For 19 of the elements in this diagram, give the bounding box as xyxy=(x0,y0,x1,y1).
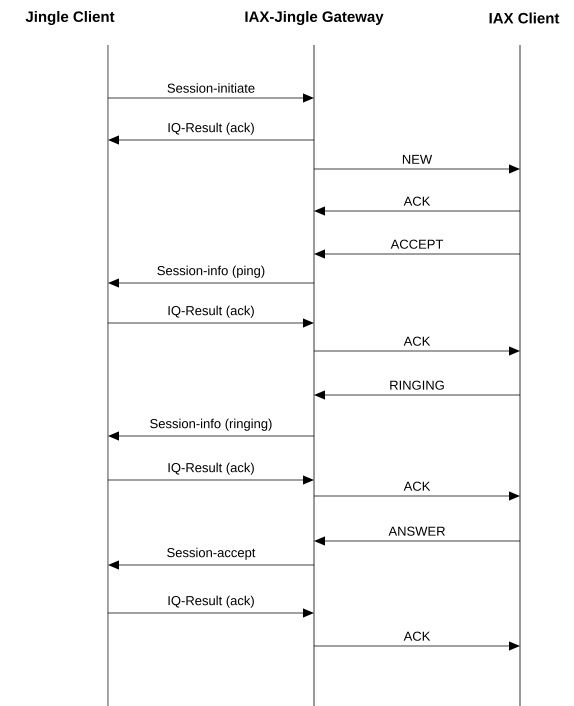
participant-label: Jingle Client xyxy=(26,10,114,26)
edge-label: IQ-Result (ack) xyxy=(168,306,254,318)
edge-label: ACK xyxy=(404,482,430,491)
edge-label: ACK xyxy=(404,632,430,641)
edge-label: Session-initiate xyxy=(168,83,254,93)
participant-label: IAX-Jingle Gateway xyxy=(245,10,384,26)
edge-label: NEW xyxy=(402,154,432,164)
edge-label: Session-info (ping) xyxy=(157,266,264,278)
edge-label: Session-accept xyxy=(167,548,256,560)
edge-label: IQ-Result (ack) xyxy=(168,596,254,608)
edge-label: ACK xyxy=(404,196,430,206)
edge-label: IQ-Result (ack) xyxy=(168,462,254,475)
edge-label: ACCEPT xyxy=(390,240,444,249)
edge-label: IQ-Result (ack) xyxy=(168,122,254,135)
edge-label: RINGING xyxy=(390,380,444,390)
edge-label: Session-info (ringing) xyxy=(150,418,272,431)
participant-label: IAX Client xyxy=(490,12,560,24)
edge-label: ACK xyxy=(404,336,430,346)
edge-label: ANSWER xyxy=(388,526,445,536)
